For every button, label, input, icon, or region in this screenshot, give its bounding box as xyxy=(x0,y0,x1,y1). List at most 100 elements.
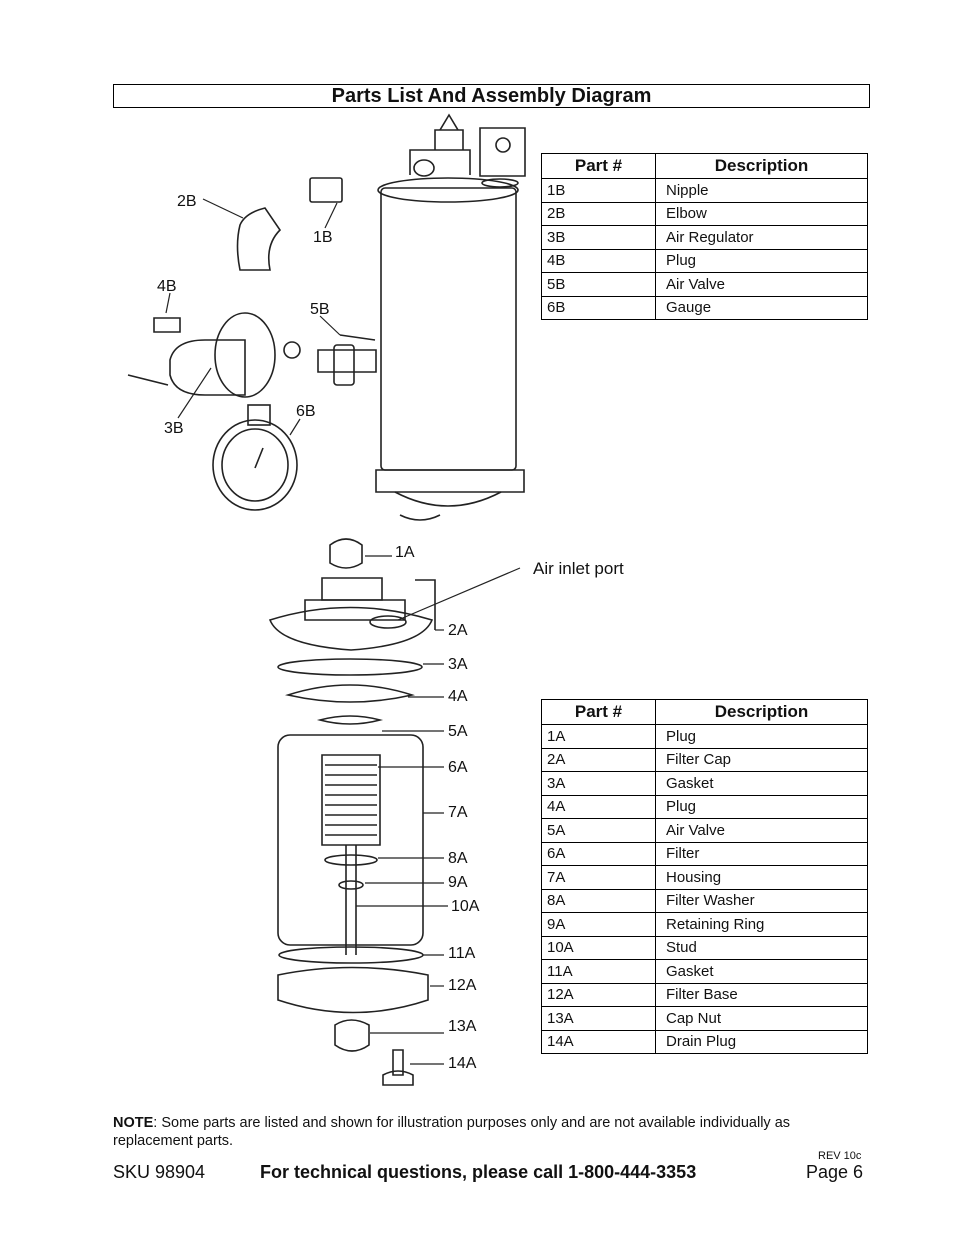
label-9a: 9A xyxy=(448,874,468,891)
label-5b: 5B xyxy=(310,301,330,318)
part-description: Plug xyxy=(655,248,868,273)
part-number: 14A xyxy=(541,1029,656,1054)
note-body: : Some parts are listed and shown for il… xyxy=(113,1115,791,1149)
part-number: 10A xyxy=(541,935,656,960)
part-description: Retaining Ring xyxy=(655,912,868,937)
footer-page-number: Page 6 xyxy=(806,1162,864,1182)
part-description: Plug xyxy=(655,794,868,819)
part-description: Gasket xyxy=(655,959,868,984)
part-number: 4B xyxy=(541,248,656,273)
part-description: Air Valve xyxy=(655,818,868,843)
label-12a: 12A xyxy=(448,977,477,994)
part-description: Plug xyxy=(655,724,868,749)
elbow-2b xyxy=(236,207,282,271)
part-number: 4A xyxy=(541,794,656,819)
header-description: Description xyxy=(655,699,868,725)
label-4a: 4A xyxy=(448,688,468,705)
part-description: Stud xyxy=(655,935,868,960)
nipple-1b xyxy=(309,177,343,203)
label-1b: 1B xyxy=(313,229,333,246)
part-number: 2B xyxy=(541,201,656,226)
plug-4b xyxy=(153,317,181,333)
part-number: 13A xyxy=(541,1006,656,1031)
label-11a: 11A xyxy=(448,945,476,962)
note-text: NOTE: Some parts are listed and shown fo… xyxy=(113,1114,873,1150)
part-description: Filter xyxy=(655,841,868,866)
label-6b: 6B xyxy=(296,403,316,420)
label-7a: 7A xyxy=(448,804,468,821)
part-description: Filter Cap xyxy=(655,747,868,772)
part-number: 6B xyxy=(541,295,656,320)
part-number: 3A xyxy=(541,771,656,796)
part-description: Filter Washer xyxy=(655,888,868,913)
leader-lines xyxy=(165,198,521,1065)
footer-tech-support: For technical questions, please call 1-8… xyxy=(260,1162,697,1182)
part-description: Nipple xyxy=(655,178,868,203)
page-title: Parts List And Assembly Diagram xyxy=(113,84,870,108)
header-part: Part # xyxy=(541,699,656,725)
header-description: Description xyxy=(655,153,868,179)
regulator-3b xyxy=(127,312,301,398)
revision-label: REV 10c xyxy=(818,1150,862,1162)
label-3b: 3B xyxy=(164,420,184,437)
label-2b: 2B xyxy=(177,193,197,210)
part-description: Elbow xyxy=(655,201,868,226)
part-number: 5B xyxy=(541,272,656,297)
air-inlet-label: Air inlet port xyxy=(533,559,624,578)
part-description: Drain Plug xyxy=(655,1029,868,1054)
assembled-filter-illustration xyxy=(375,113,526,521)
part-description: Housing xyxy=(655,865,868,890)
label-4b: 4B xyxy=(157,278,177,295)
part-number: 11A xyxy=(541,959,656,984)
label-6a: 6A xyxy=(448,759,468,776)
table-header: Part # Description xyxy=(541,153,868,179)
part-number: 2A xyxy=(541,747,656,772)
part-number: 3B xyxy=(541,225,656,250)
header-part: Part # xyxy=(541,153,656,179)
footer-sku: SKU 98904 xyxy=(113,1162,206,1182)
part-description: Gauge xyxy=(655,295,868,320)
gauge-6b xyxy=(212,404,298,511)
label-13a: 13A xyxy=(448,1018,477,1035)
label-3a: 3A xyxy=(448,656,468,673)
part-number: 1A xyxy=(541,724,656,749)
part-description: Filter Base xyxy=(655,982,868,1007)
label-14a: 14A xyxy=(448,1055,477,1072)
part-description: Cap Nut xyxy=(655,1006,868,1031)
part-number: 5A xyxy=(541,818,656,843)
label-2a: 2A xyxy=(448,622,468,639)
part-description: Gasket xyxy=(655,771,868,796)
label-10a: 10A xyxy=(451,898,480,915)
air-valve-5b xyxy=(317,334,377,386)
part-number: 9A xyxy=(541,912,656,937)
exploded-filter-illustration xyxy=(268,538,436,1086)
part-number: 12A xyxy=(541,982,656,1007)
note-label: NOTE xyxy=(113,1115,154,1131)
part-number: 6A xyxy=(541,841,656,866)
part-number: 1B xyxy=(541,178,656,203)
part-description: Air Regulator xyxy=(655,225,868,250)
part-number: 7A xyxy=(541,865,656,890)
